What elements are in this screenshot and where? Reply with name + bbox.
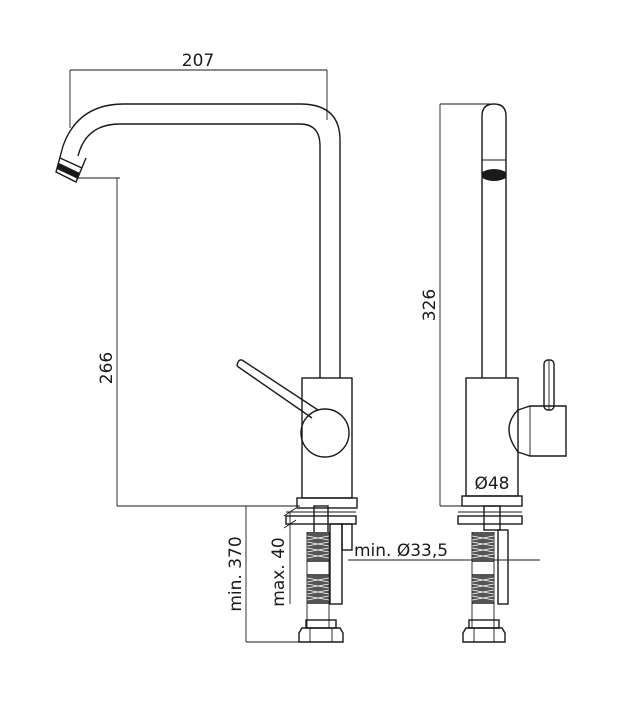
dimension-hole-diameter: min. Ø33,5 [348,541,540,561]
faucet-body [236,359,353,499]
dimension-label-326: 326 [420,289,440,321]
dimension-hose-length: min. 370 [226,506,300,643]
dimension-label-max40: max. 40 [269,537,289,606]
hoses-front [298,505,353,643]
side-view: 326 Ø48 [420,103,567,643]
hose-braid-front [306,532,330,628]
front-view: 207 266 [55,51,540,643]
dimension-label-207: 207 [182,51,214,71]
dimension-label-d48: Ø48 [474,474,509,494]
base-plates [285,497,358,525]
side-base: Ø48 [457,474,523,525]
spout [55,103,341,378]
dimension-width-spout: 207 [69,51,328,128]
hoses-side [462,505,509,643]
dimension-deck-thickness: max. 40 [269,507,297,607]
dimension-height-spout: 266 [76,177,300,507]
dimension-label-min370: min. 370 [226,536,246,611]
dimension-height-total: 326 [420,103,496,507]
side-spout [481,103,507,378]
dimension-label-hole: min. Ø33,5 [354,541,448,561]
dimension-label-266: 266 [97,352,117,384]
